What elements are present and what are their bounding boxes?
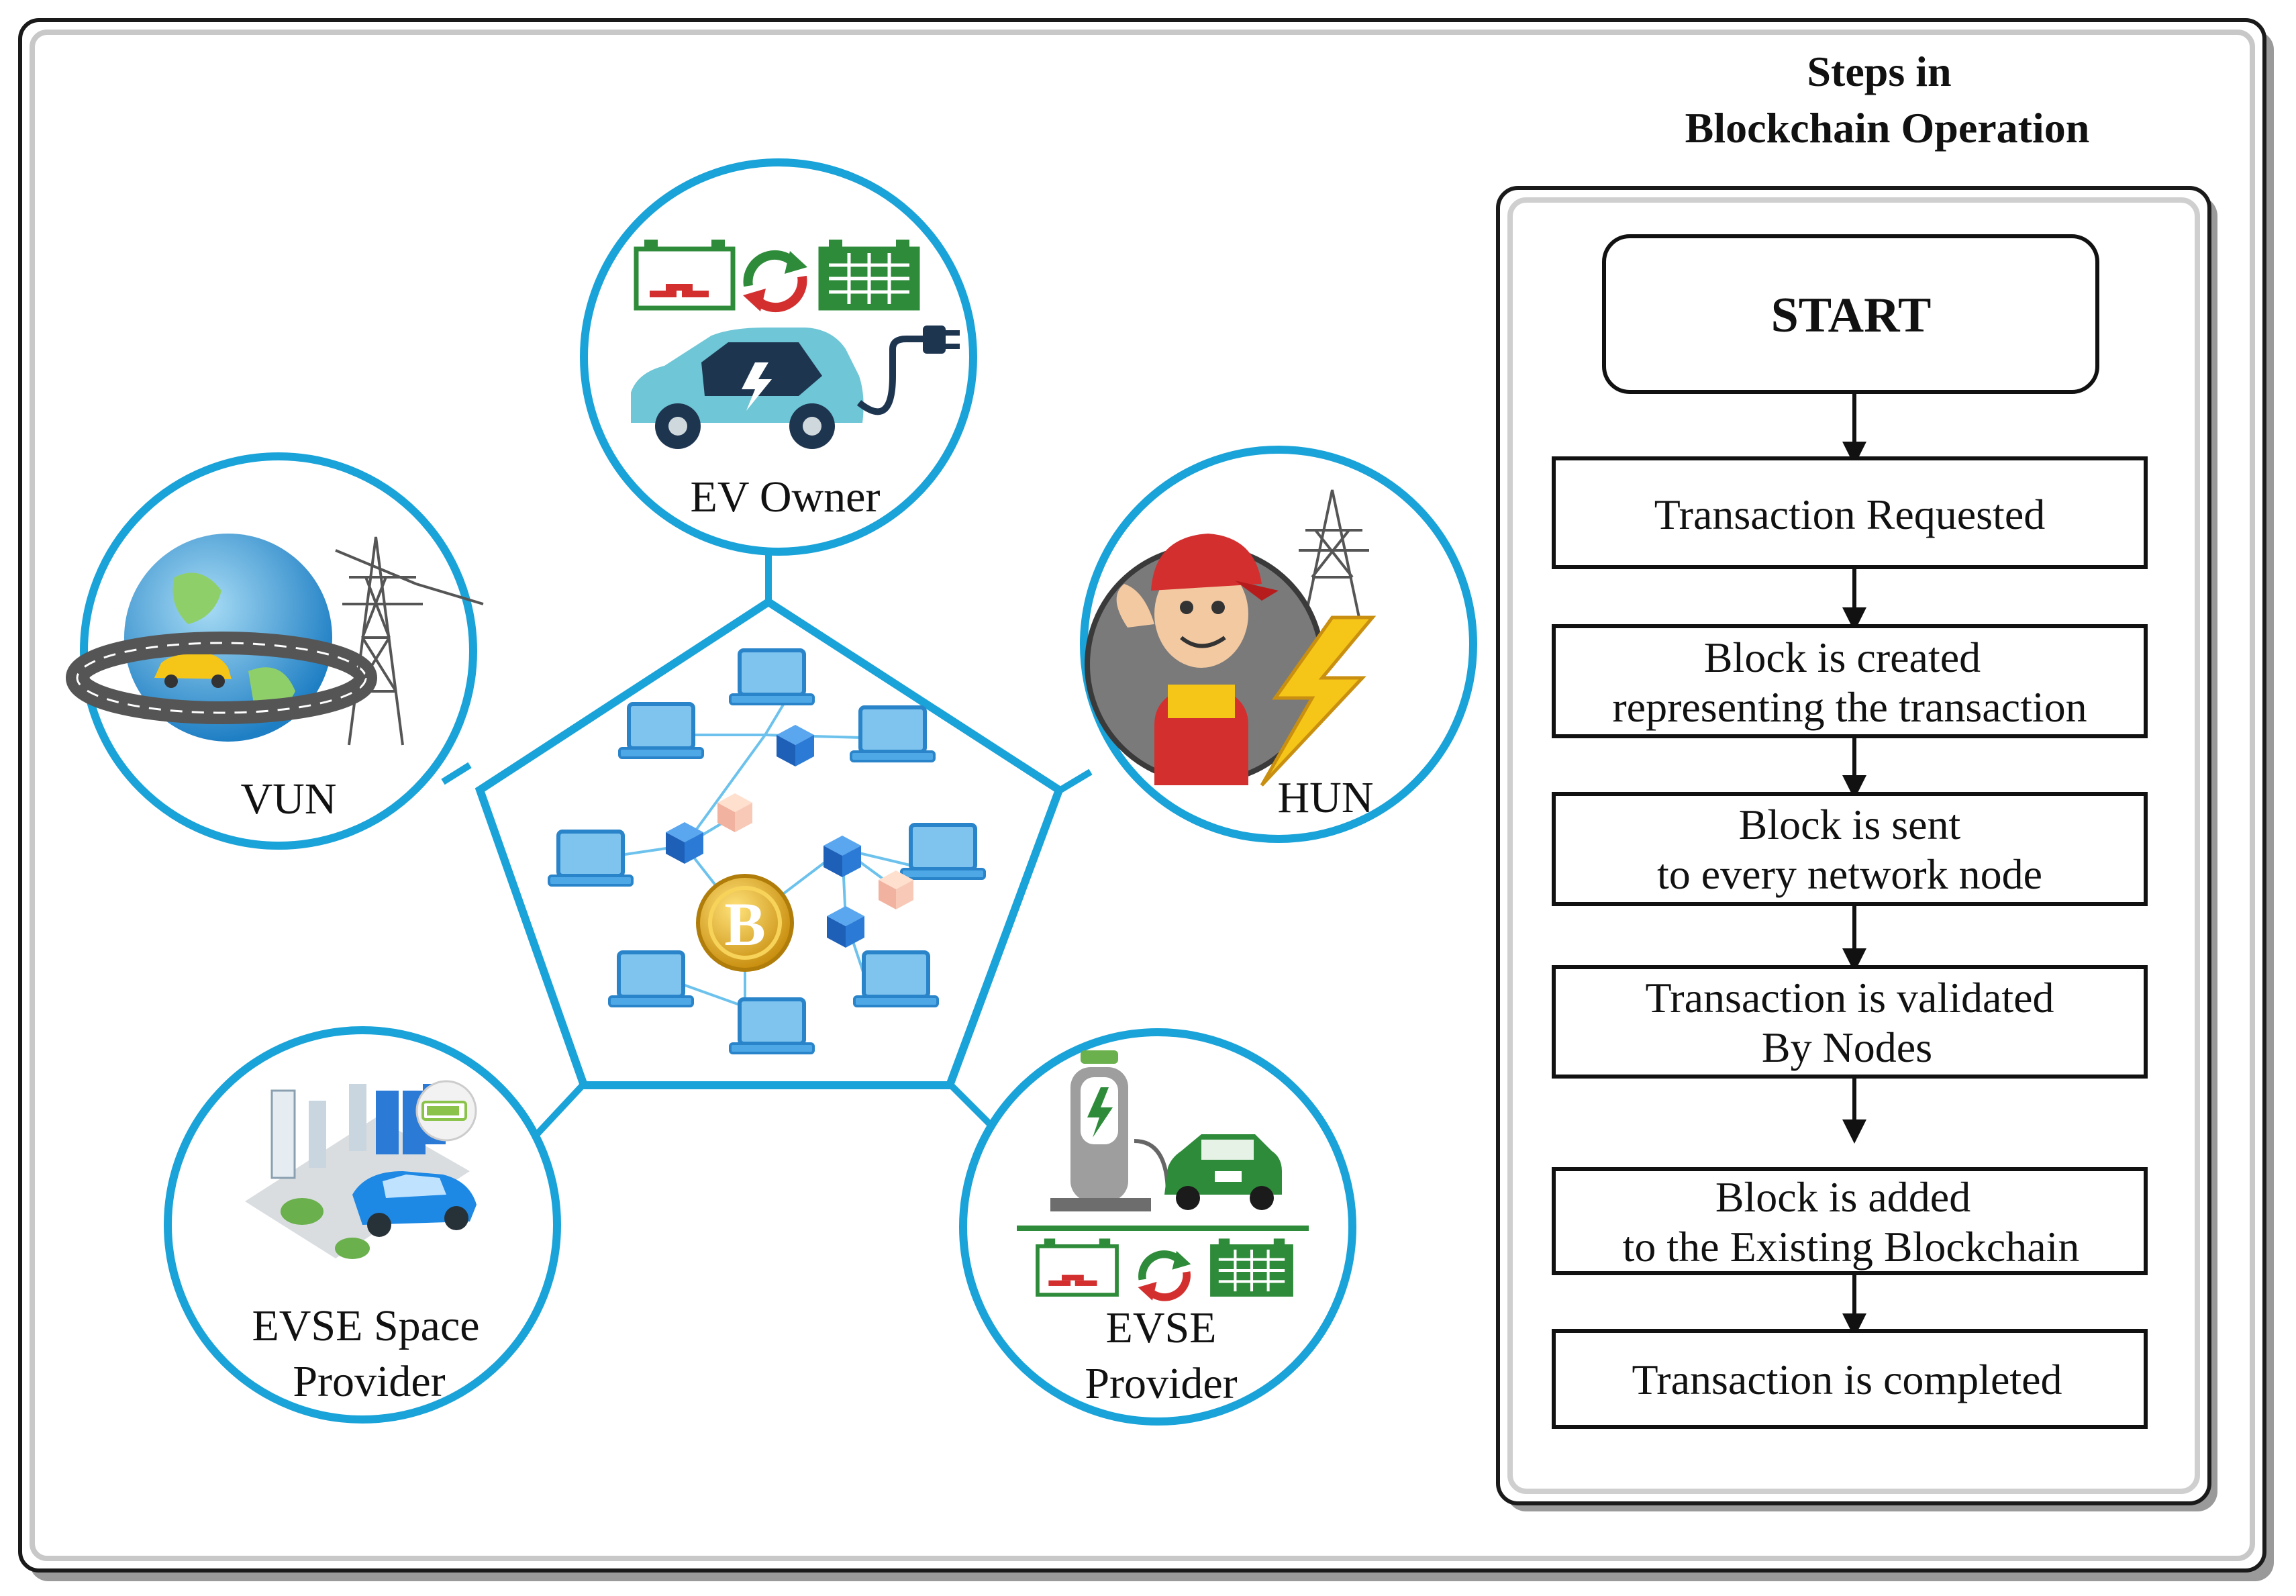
- blockchain-network-icon: B: [549, 650, 985, 1053]
- bitcoin-symbol: B: [724, 890, 765, 958]
- node-laptop-icon: [549, 832, 632, 885]
- node-laptop-icon: [851, 707, 934, 761]
- ev-owner-node: EV Owner: [580, 158, 977, 556]
- charging-lot-icon: [245, 1080, 477, 1259]
- electric-car-icon: [631, 326, 960, 449]
- worker-mascot-icon: [1116, 534, 1279, 785]
- green-car-icon: [1164, 1134, 1282, 1210]
- flow-panel-inner: [1507, 197, 2200, 1494]
- evse-provider-label-line2: Provider: [1085, 1359, 1237, 1408]
- flow-step: Block is sent to every network node: [1552, 792, 2148, 906]
- flow-step-text: to the Existing Blockchain: [1623, 1223, 2080, 1270]
- flow-step-text: Block is created: [1704, 634, 1981, 681]
- flow-step: Transaction Requested: [1552, 456, 2148, 569]
- node-laptop-icon: [854, 952, 938, 1006]
- start-box: [1602, 234, 2099, 394]
- power-tower-icon: [1299, 489, 1369, 618]
- node-laptop-icon: [730, 650, 813, 704]
- flow-step-text: to every network node: [1657, 850, 2042, 898]
- hun-label: HUN: [1278, 773, 1374, 822]
- start-label: START: [1771, 288, 1932, 343]
- node-laptop-icon: [609, 952, 693, 1006]
- hun-node: HUN: [1080, 446, 1477, 843]
- globe-road-icon: [66, 534, 377, 742]
- flow-step-text: Transaction is completed: [1632, 1356, 2062, 1403]
- evse-space-provider-node: EVSE Space Provider: [164, 1026, 561, 1424]
- panel-title-line1: Steps in: [1807, 48, 1951, 95]
- flow-step-text: By Nodes: [1762, 1024, 1932, 1071]
- flow-step-text: representing the transaction: [1612, 683, 2087, 731]
- flow-step-text: Transaction is validated: [1645, 974, 2054, 1021]
- power-tower-icon: [335, 536, 484, 746]
- flow-step: Transaction is completed: [1552, 1329, 2148, 1429]
- flow-step: Block is created representing the transa…: [1552, 624, 2148, 738]
- vun-label: VUN: [241, 775, 337, 824]
- node-laptop-icon: [901, 825, 985, 879]
- lightning-bolt-icon: [1260, 615, 1377, 787]
- flow-step: Transaction is validated By Nodes: [1552, 965, 2148, 1079]
- flow-step: Block is added to the Existing Blockchai…: [1552, 1167, 2148, 1275]
- connector-lines: [441, 547, 1093, 1137]
- flow-step-text: Block is added: [1715, 1173, 1970, 1221]
- flow-step-text: Block is sent: [1739, 801, 1961, 848]
- node-laptop-icon: [619, 704, 703, 758]
- panel-title-line2: Blockchain Operation: [1685, 104, 2090, 152]
- charging-station-icon: [1050, 1050, 1170, 1211]
- node-laptop-icon: [730, 999, 813, 1053]
- evse-space-provider-label-line2: Provider: [293, 1357, 445, 1406]
- yellow-car-icon: [154, 654, 232, 688]
- outer-frame-inner: [30, 30, 2255, 1561]
- evse-provider-label-line1: EVSE: [1106, 1303, 1217, 1352]
- evse-space-provider-label-line1: EVSE Space: [252, 1301, 479, 1350]
- flow-step-text: Transaction Requested: [1654, 491, 2045, 538]
- ev-owner-label: EV Owner: [691, 472, 881, 521]
- evse-provider-node: EVSE Provider: [959, 1028, 1356, 1426]
- vun-node: VUN: [66, 452, 484, 850]
